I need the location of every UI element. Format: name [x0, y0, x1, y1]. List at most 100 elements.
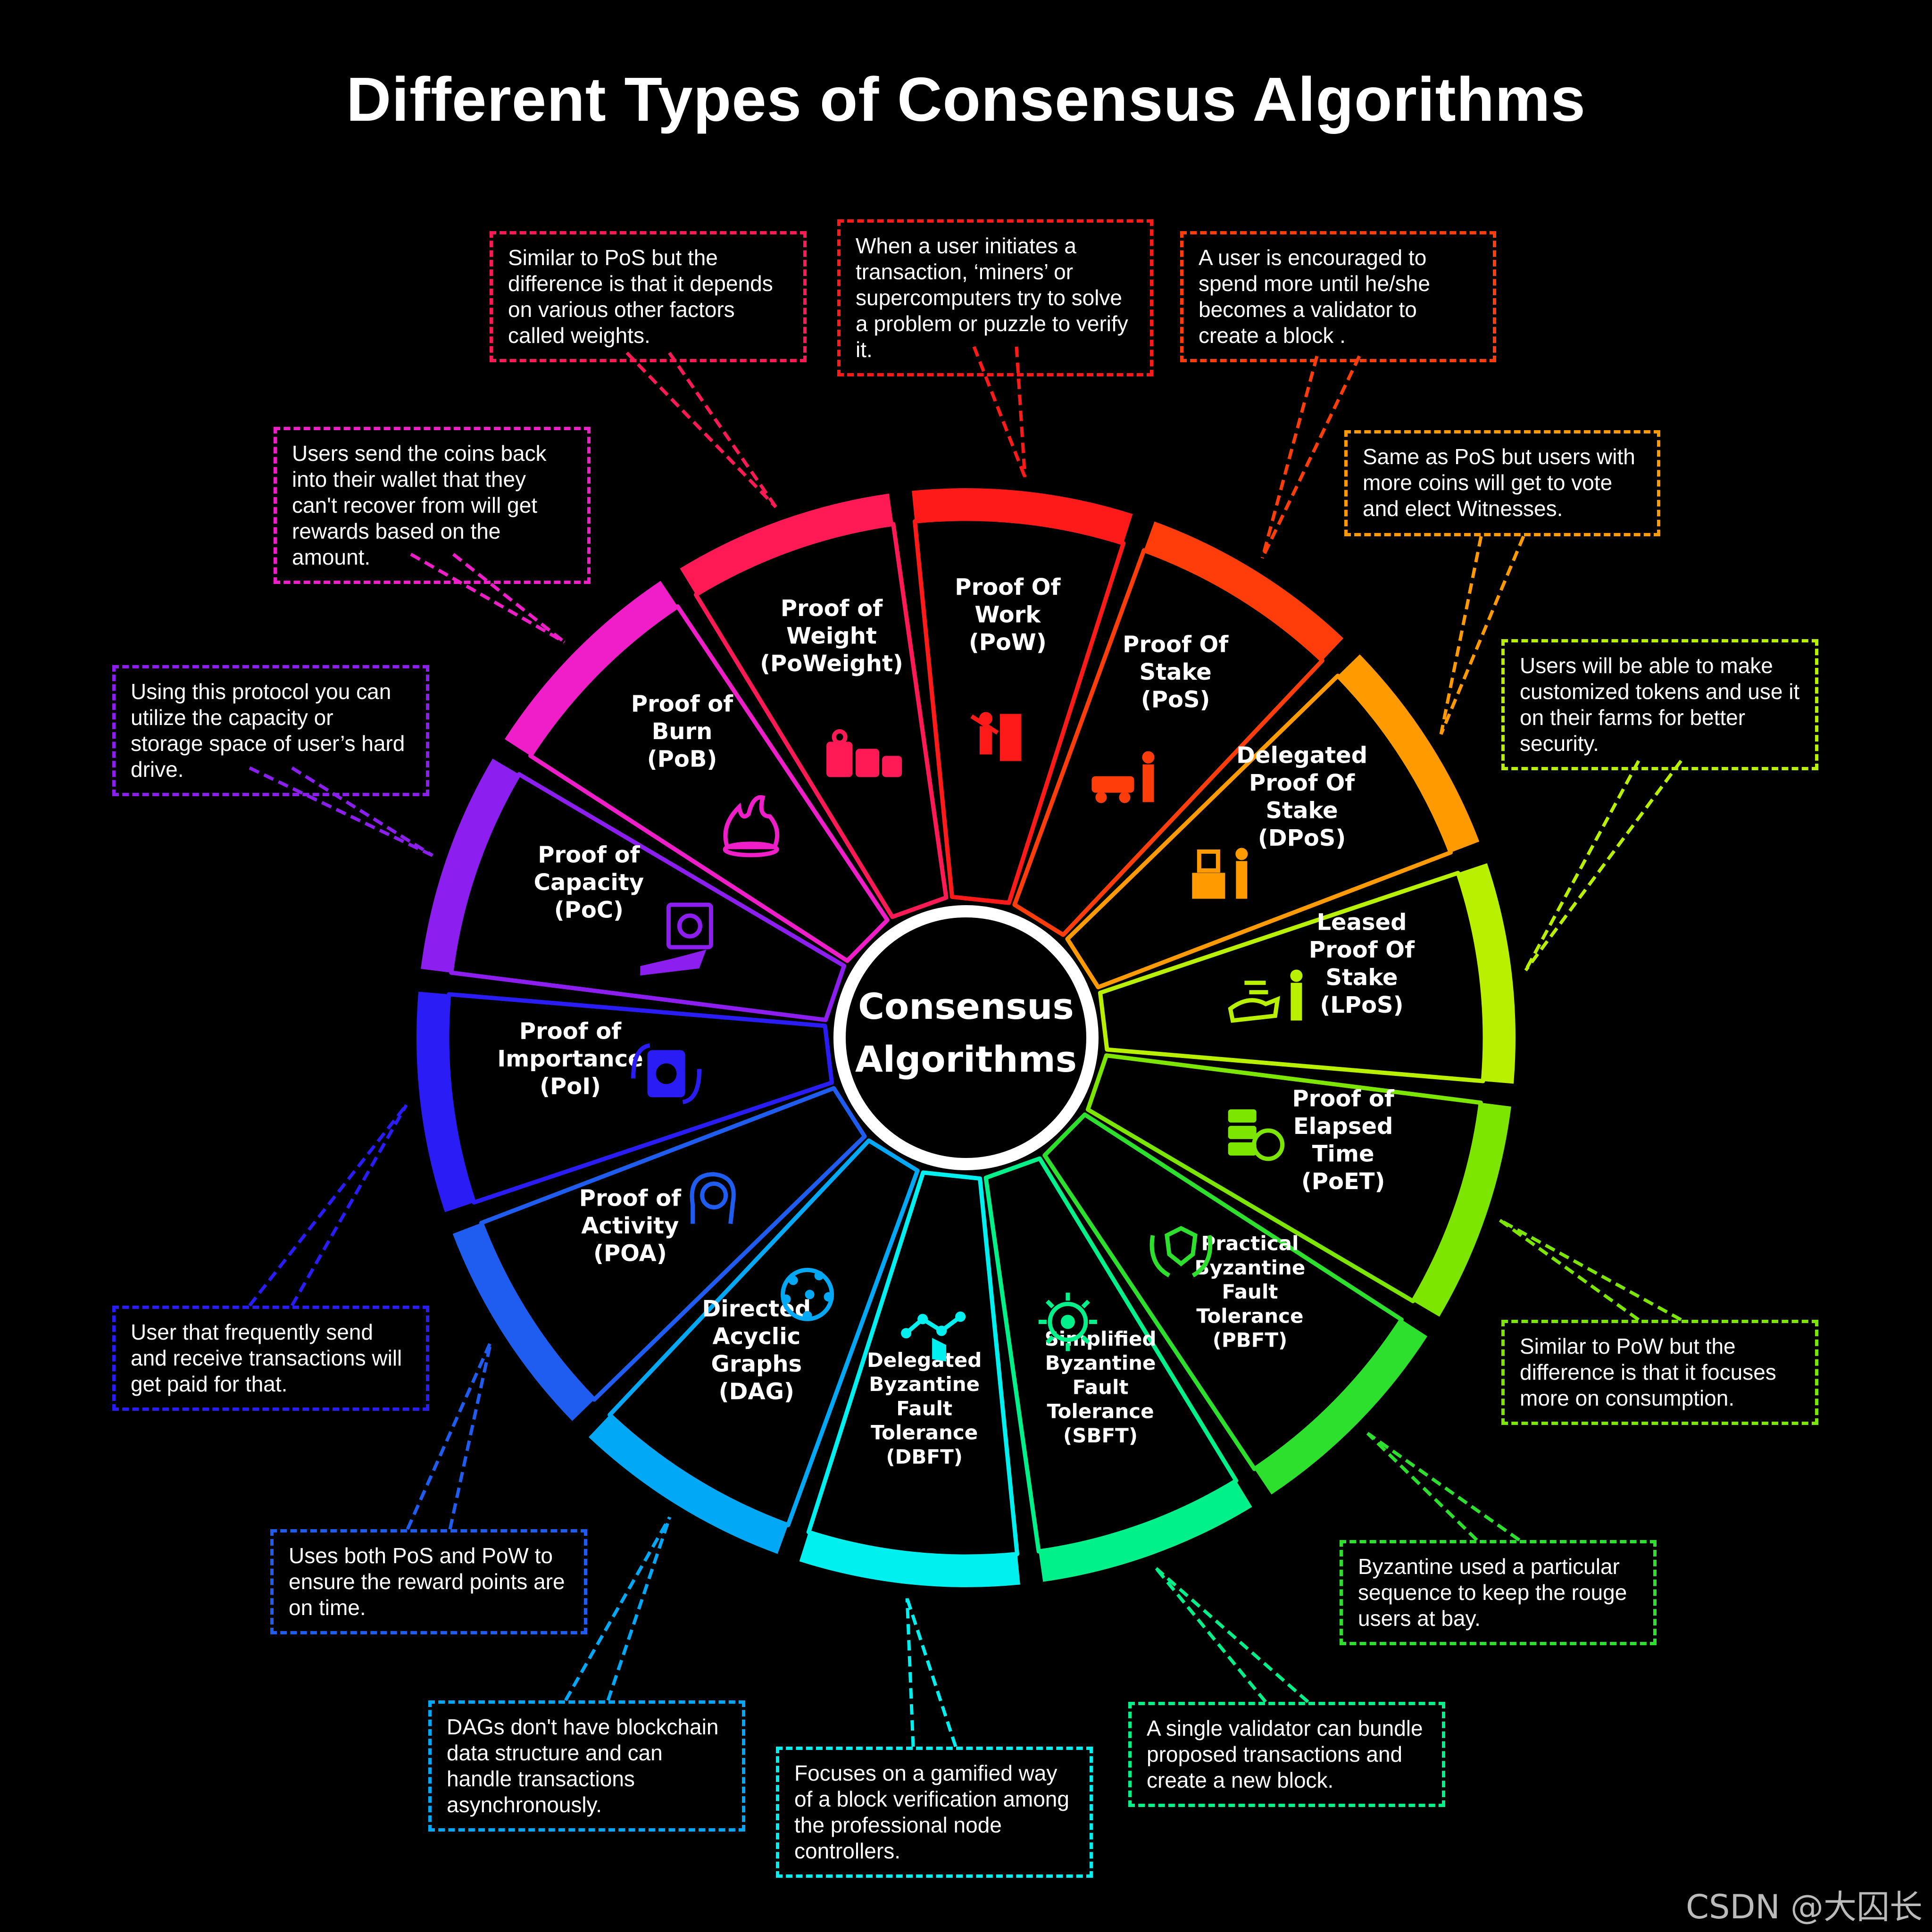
callout-leader: [1155, 1567, 1267, 1703]
callout-leader: [1366, 1432, 1521, 1541]
segment-label-line: Burn: [652, 718, 713, 745]
segment-rim: [1338, 654, 1480, 853]
segment-label-line: Capacity: [534, 869, 644, 896]
segment-wedge: [528, 604, 890, 963]
callout-leader: [248, 1104, 408, 1307]
safe-hand-icon: [640, 902, 713, 976]
callout-leader: [290, 1104, 408, 1307]
note-lpos: Users will be able to make customized to…: [1501, 639, 1818, 770]
segment-label-line: (DAG): [719, 1379, 794, 1405]
segment-label-line: (PoB): [647, 746, 717, 773]
segment-label-line: Work: [974, 602, 1041, 628]
note-pob: Users send the coins back into their wal…: [274, 427, 591, 584]
segment-label-line: Fault: [1073, 1375, 1129, 1399]
callout-leader: [1439, 536, 1483, 735]
segment-label-line: Proof of: [579, 1185, 682, 1211]
segment-label-line: Tolerance: [871, 1421, 978, 1444]
miner-icon: [970, 712, 1021, 761]
segment-rim: [1144, 521, 1344, 661]
callout-leader: [905, 1598, 958, 1748]
note-pow: When a user initiates a transaction, ‘mi…: [837, 219, 1153, 376]
segment-label-line: Stake: [1266, 797, 1338, 824]
segment-label-line: Time: [1312, 1141, 1374, 1167]
segment-rim: [1458, 863, 1516, 1084]
callout-leader: [1155, 1567, 1309, 1703]
segment-label-line: (PoET): [1301, 1168, 1385, 1195]
segment-rim: [588, 1415, 788, 1554]
network-globe-icon: [781, 1267, 834, 1321]
segment-label-line: Delegated: [1236, 742, 1367, 768]
segment-label-line: Delegated: [867, 1349, 982, 1372]
note-pbft: Byzantine used a particular sequence to …: [1340, 1540, 1657, 1645]
lease-hand-icon: [1228, 969, 1303, 1023]
callout-leader: [1524, 760, 1641, 971]
segment-label-line: Byzantine: [869, 1373, 980, 1396]
segment-wedge: [913, 516, 1126, 905]
segment-rim: [680, 493, 893, 595]
segment-label-line: Fault: [1222, 1280, 1278, 1303]
note-poweight: Similar to PoS but the difference is tha…: [490, 231, 807, 362]
segment-label-line: Directed: [702, 1296, 811, 1322]
callout-leader: [905, 1598, 915, 1747]
segment-wedge: [1042, 1112, 1404, 1471]
note-poet: Similar to PoW but the difference is tha…: [1501, 1320, 1818, 1425]
segment-label-line: Proof of: [631, 691, 733, 717]
segment-label-line: (PoC): [554, 897, 624, 923]
callout-leader: [249, 766, 433, 857]
shield-hands-icon: [1149, 1226, 1213, 1278]
callout-leader: [1015, 346, 1027, 477]
segment-label-line: Proof of: [538, 841, 640, 868]
callout-leader: [1366, 1432, 1478, 1541]
segment-rim: [799, 1532, 1020, 1587]
segment-wedge: [983, 1156, 1239, 1554]
segment-label-line: (PoS): [1141, 687, 1210, 713]
segment-label-line: (LPoS): [1320, 992, 1403, 1018]
callout-leader: [564, 1516, 671, 1701]
segment-label-line: Acyclic: [712, 1324, 800, 1350]
segment-label-line: Proof of: [781, 595, 883, 622]
segment-label-line: Tolerance: [1196, 1304, 1303, 1327]
segment-poi: Proof of Importance(PoI): [416, 991, 834, 1212]
brain-gear-icon: [690, 1172, 736, 1224]
segment-rim: [912, 488, 1133, 543]
segment-label-line: Proof Of: [1249, 770, 1355, 796]
fire-icon: [723, 795, 780, 858]
segment-label-line: Stake: [1140, 659, 1212, 685]
segment-label-line: Byzantine: [1194, 1256, 1305, 1279]
segment-rim: [1039, 1481, 1252, 1582]
segment-label-line: (PoWeight): [760, 650, 903, 677]
callout-leader: [410, 552, 566, 644]
callout-leader: [1261, 355, 1361, 559]
segment-label-line: Leased: [1316, 909, 1407, 935]
segment-label-line: Proof Of: [955, 574, 1061, 600]
center-label-line2: Algorithms: [855, 1038, 1077, 1080]
segment-wedge: [449, 772, 847, 1022]
segment-rim: [416, 991, 474, 1212]
note-poc: Using this protocol you can utilize the …: [112, 665, 429, 796]
segment-label-line: Tolerance: [1047, 1400, 1154, 1423]
center-circle: [833, 905, 1099, 1170]
segment-label-line: (DBFT): [886, 1445, 963, 1468]
note-sbft: A single validator can bundle proposed t…: [1128, 1702, 1445, 1807]
callout-leader: [448, 1341, 493, 1530]
note-poa: Uses both PoS and PoW to ensure the rewa…: [270, 1529, 587, 1634]
center-hub: Consensus Algorithms: [833, 905, 1099, 1170]
segment-label-line: Proof Of: [1309, 937, 1415, 963]
segment-rim: [1413, 1102, 1511, 1317]
ballot-box-icon: [1192, 848, 1248, 899]
segment-label-line: (PBFT): [1213, 1328, 1288, 1351]
callout-leader: [406, 1340, 493, 1530]
segment-rim: [505, 581, 678, 756]
segment-label-line: (PoI): [540, 1073, 601, 1099]
segment-label-line: Importance: [497, 1046, 643, 1072]
